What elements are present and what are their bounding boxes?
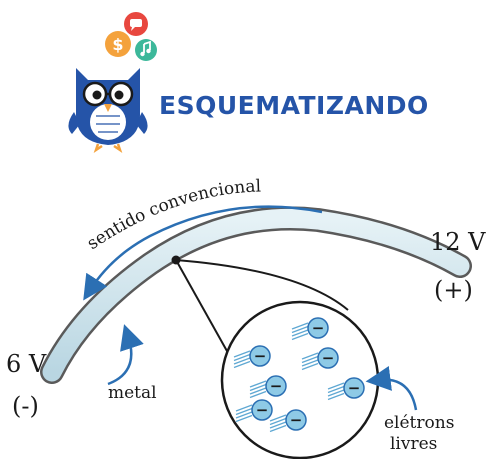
- electron: −: [327, 377, 365, 401]
- brand-wordmark: ESQUEMATIZANDO: [159, 91, 429, 120]
- right-polarity-label: (+): [434, 276, 473, 304]
- electron: −: [269, 409, 307, 433]
- zoom-callout: [171, 255, 380, 459]
- electron: −: [249, 375, 287, 399]
- dollar-icon: $: [105, 31, 131, 57]
- music-note-icon: [135, 39, 157, 61]
- right-voltage-label: 12 V: [430, 228, 486, 256]
- electron-sign: −: [254, 347, 267, 365]
- left-polarity-label: (-): [12, 392, 39, 420]
- metal-label: metal: [108, 383, 157, 403]
- logo: $ ESQUEMATIZANDO: [68, 12, 429, 154]
- electron: −: [301, 347, 339, 371]
- electron-sign: −: [322, 349, 335, 367]
- electron: −: [233, 345, 271, 369]
- zoom-point: [171, 255, 181, 265]
- electron: −: [291, 317, 329, 341]
- chat-icon: [124, 12, 148, 36]
- electrons-pointer-arrow: [365, 366, 418, 411]
- conventional-current-arrow: [83, 205, 323, 301]
- electrons-label-line1: elétrons: [384, 413, 454, 433]
- svg-text:$: $: [112, 35, 123, 54]
- free-electrons: −−−−−−−: [233, 317, 365, 433]
- electron-sign: −: [270, 377, 283, 395]
- electron-sign: −: [312, 319, 325, 337]
- electron-sign: −: [256, 401, 269, 419]
- left-voltage-label: 6 V: [6, 350, 47, 378]
- metal-pointer-arrow: [107, 324, 144, 386]
- electron-sign: −: [348, 379, 361, 397]
- metal-wire: [40, 206, 472, 384]
- electrons-label-line2: livres: [390, 434, 437, 454]
- owl-mascot-icon: [68, 68, 148, 154]
- electron: −: [235, 399, 273, 423]
- electron-sign: −: [290, 411, 303, 429]
